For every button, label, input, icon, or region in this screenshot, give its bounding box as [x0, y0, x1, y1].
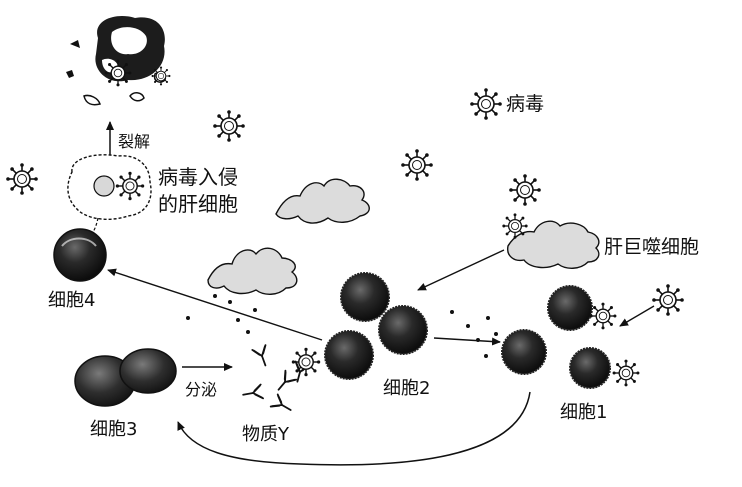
arrow-macrophage-to-cell2	[417, 249, 505, 291]
cell-2-cluster	[324, 272, 428, 380]
cell1-label: 细胞1	[560, 402, 607, 423]
connector-line	[85, 217, 99, 241]
virus-icon	[151, 66, 171, 86]
antibody-icon	[269, 393, 296, 417]
virus-icon	[651, 283, 685, 317]
arrow-cell2-to-cell1	[433, 337, 501, 346]
cell-1-group	[501, 285, 611, 389]
cell-4	[53, 228, 107, 282]
virus-icon	[508, 173, 542, 207]
virus-icon	[501, 212, 529, 240]
virus-icon	[5, 162, 39, 196]
cell4-label: 细胞4	[48, 290, 95, 311]
macrophage-shape	[507, 220, 600, 269]
antibody-icon	[251, 344, 273, 369]
virus-icon	[291, 347, 321, 377]
infected-cell-label-1: 病毒入侵	[158, 165, 238, 189]
antibody-icon	[272, 369, 298, 396]
secretion-dots	[186, 294, 498, 358]
virus-icon	[115, 171, 145, 201]
macrophage-shape	[275, 178, 370, 224]
virus-icon	[588, 301, 618, 331]
virus-label: 病毒	[506, 93, 544, 115]
arrow-cell1-to-cell3	[177, 391, 531, 466]
lysis-label: 裂解	[118, 132, 150, 151]
virus-icon	[103, 58, 133, 88]
arrow-cell2-to-cell4	[107, 268, 323, 341]
secrete-label: 分泌	[185, 380, 217, 399]
infected-cell-label-2: 的肝细胞	[158, 192, 238, 216]
macrophage-label: 肝巨噬细胞	[604, 236, 699, 258]
infected-liver-cell	[67, 154, 152, 220]
cell-3	[74, 348, 177, 407]
substanceY-label: 物质Y	[242, 424, 290, 445]
virus-icon	[212, 109, 246, 143]
macrophage-shape	[207, 247, 298, 295]
virus-icon	[611, 358, 641, 388]
cell3-label: 细胞3	[90, 419, 137, 440]
arrow-virus-to-cell1	[619, 305, 655, 327]
virus-icon	[400, 148, 434, 182]
lysed-cell	[66, 16, 167, 106]
cell2-label: 细胞2	[383, 378, 430, 399]
virus-legend-icon	[469, 87, 503, 121]
antibody-icon	[241, 383, 264, 403]
